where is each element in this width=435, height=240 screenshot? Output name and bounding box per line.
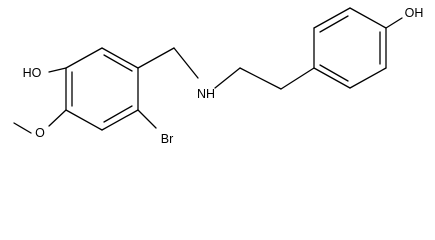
bond — [313, 7, 351, 29]
bond — [101, 47, 139, 69]
double-bond-inner — [103, 54, 133, 72]
bond-ch2-to-n — [173, 47, 199, 79]
right-ring — [313, 7, 387, 89]
double-bond-inner — [319, 15, 349, 33]
bond-o-to-methyl — [13, 122, 32, 134]
atom-label-methoxy-oxygen: O — [35, 126, 45, 140]
bond — [313, 67, 351, 89]
bond-n-to-ch2 — [214, 67, 241, 89]
left-ring — [65, 47, 139, 131]
bond-c-to-oh-right — [385, 17, 403, 29]
chemical-structure: HO O Br NH OH — [13, 6, 424, 146]
double-bond-inner — [319, 64, 349, 82]
bond-ch2-ch2 — [239, 67, 282, 90]
bond-ring-to-ch2 — [137, 47, 175, 69]
bond — [349, 7, 387, 29]
bond-c-to-br — [137, 109, 157, 129]
double-bond-inner — [103, 105, 133, 123]
atom-label-amine: NH — [197, 87, 215, 101]
bond-c-to-oh — [48, 67, 67, 73]
bond-ch2-to-ring — [280, 67, 315, 90]
bond — [101, 109, 139, 131]
bond — [65, 109, 103, 131]
bond — [349, 67, 387, 89]
atom-label-bromine: Br — [161, 132, 174, 146]
atom-label-hydroxyl-left: HO — [23, 66, 42, 80]
bond-c-to-ome — [48, 109, 67, 127]
bond — [65, 47, 103, 69]
atom-label-hydroxyl-right: OH — [405, 6, 424, 20]
